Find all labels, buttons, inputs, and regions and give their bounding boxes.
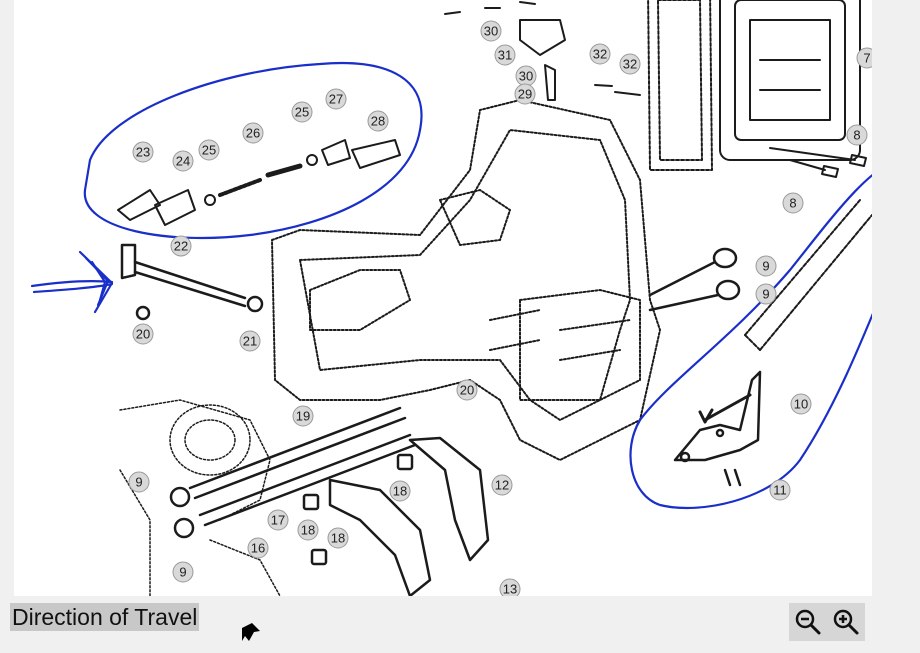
transmission-housing [271,99,661,461]
callout-11: 11 [769,479,791,501]
callout-9b: 9 [755,283,777,305]
svg-text:20: 20 [136,327,150,342]
gasket [647,0,713,171]
callout-19: 19 [292,405,314,427]
shift-forks [302,436,490,596]
callout-22: 22 [170,235,192,257]
callout-18c: 18 [327,527,349,549]
svg-text:16: 16 [251,541,265,556]
svg-text:27: 27 [329,92,343,107]
svg-text:30: 30 [484,24,498,39]
svg-text:28: 28 [371,114,385,129]
callout-7: 7 [856,47,872,69]
svg-text:11: 11 [773,483,787,498]
linkage-parts [117,139,401,226]
shift-rod-upper [120,243,264,321]
arrow-cursor-icon [242,623,260,641]
svg-text:26: 26 [246,126,260,141]
part-callouts: 30 31 32 32 30 29 7 8 8 23 24 25 26 25 2… [128,20,872,597]
zoom-out-button[interactable] [792,606,824,638]
selector-lever [673,370,762,487]
callout-25a: 25 [198,139,220,161]
callout-18b: 18 [297,519,319,541]
callout-25b: 25 [291,101,313,123]
shift-rods-lower [169,406,417,539]
svg-text:31: 31 [498,48,512,63]
input-shaft [744,199,872,351]
callout-10: 10 [790,393,812,415]
bushings-right [648,247,741,312]
callout-23: 23 [132,141,154,163]
callout-29: 29 [514,83,536,105]
bolts [769,147,867,178]
svg-text:9: 9 [179,565,186,580]
svg-text:18: 18 [393,484,407,499]
callout-30b: 30 [515,65,537,87]
svg-text:32: 32 [593,47,607,62]
callout-17: 17 [267,509,289,531]
callout-9d: 9 [172,561,194,583]
svg-text:9: 9 [762,259,769,274]
svg-text:30: 30 [519,69,533,84]
callout-26: 26 [242,122,264,144]
zoom-controls [789,603,865,641]
svg-text:17: 17 [271,513,285,528]
viewer-margin [872,0,920,596]
callout-8b: 8 [782,192,804,214]
callout-30a: 30 [480,20,502,42]
svg-text:19: 19 [296,409,310,424]
svg-text:8: 8 [789,196,796,211]
svg-text:12: 12 [495,478,509,493]
callout-12: 12 [491,474,513,496]
cover-plate [719,0,861,161]
top-small-parts [444,1,641,101]
svg-text:32: 32 [623,57,637,72]
svg-text:13: 13 [503,582,517,597]
svg-text:25: 25 [202,143,216,158]
callout-27: 27 [325,88,347,110]
svg-text:23: 23 [136,145,150,160]
callout-16: 16 [247,537,269,559]
gear-assembly [119,399,281,596]
callout-18a: 18 [389,480,411,502]
callout-20b: 20 [456,379,478,401]
svg-text:22: 22 [174,239,188,254]
zoom-out-icon [795,609,821,635]
svg-text:10: 10 [794,397,808,412]
callout-13: 13 [499,578,521,597]
annotations [30,62,872,510]
callout-8a: 8 [846,124,868,146]
svg-text:7: 7 [863,51,870,66]
svg-text:18: 18 [331,531,345,546]
callout-28: 28 [367,110,389,132]
callout-21: 21 [239,330,261,352]
callout-24: 24 [172,150,194,172]
svg-text:24: 24 [176,154,190,169]
callout-9c: 9 [128,471,150,493]
svg-text:8: 8 [853,128,860,143]
callout-31: 31 [494,44,516,66]
svg-text:29: 29 [518,87,532,102]
svg-text:20: 20 [460,383,474,398]
image-caption: Direction of Travel [10,603,200,631]
zoom-in-icon [833,609,859,635]
callout-9a: 9 [755,255,777,277]
callout-32a: 32 [589,43,611,65]
callout-32b: 32 [619,53,641,75]
svg-text:18: 18 [301,523,315,538]
svg-text:9: 9 [135,475,142,490]
callout-20a: 20 [132,323,154,345]
svg-text:25: 25 [295,105,309,120]
svg-text:9: 9 [762,287,769,302]
svg-text:21: 21 [243,334,257,349]
zoom-in-button[interactable] [830,606,862,638]
